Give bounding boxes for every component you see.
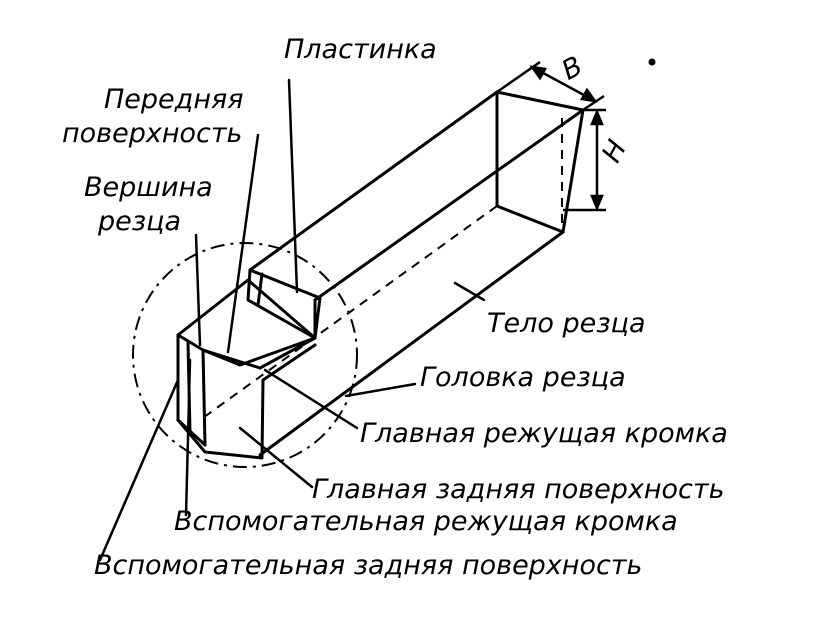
head-highlight-circle	[132, 242, 358, 468]
label-head: Головка резца	[420, 362, 626, 393]
dimension-label-b: В	[557, 51, 588, 87]
label-aux-cutting-edge: Вспомогательная режущая кромка	[174, 506, 678, 537]
label-plate: Пластинка	[284, 34, 437, 65]
dimension-label-h: Н	[596, 135, 633, 167]
label-main-flank: Главная задняя поверхность	[312, 474, 725, 505]
cutter-body	[248, 90, 585, 457]
label-front-surface-2: поверхность	[62, 118, 242, 149]
label-aux-flank: Вспомогательная задняя поверхность	[94, 550, 642, 581]
ink-dot	[648, 58, 656, 66]
label-tip-2: резца	[97, 206, 181, 237]
label-main-cutting-edge: Главная режущая кромка	[360, 418, 728, 449]
plate-insert	[246, 268, 322, 340]
dimension-b	[496, 60, 605, 112]
label-body: Тело резца	[487, 308, 646, 339]
cutter-head	[176, 278, 317, 460]
leader-lines	[98, 78, 486, 562]
dimension-h	[563, 108, 606, 212]
label-tip-1: Вершина	[84, 172, 213, 203]
label-front-surface-1: Передняя	[104, 84, 243, 115]
